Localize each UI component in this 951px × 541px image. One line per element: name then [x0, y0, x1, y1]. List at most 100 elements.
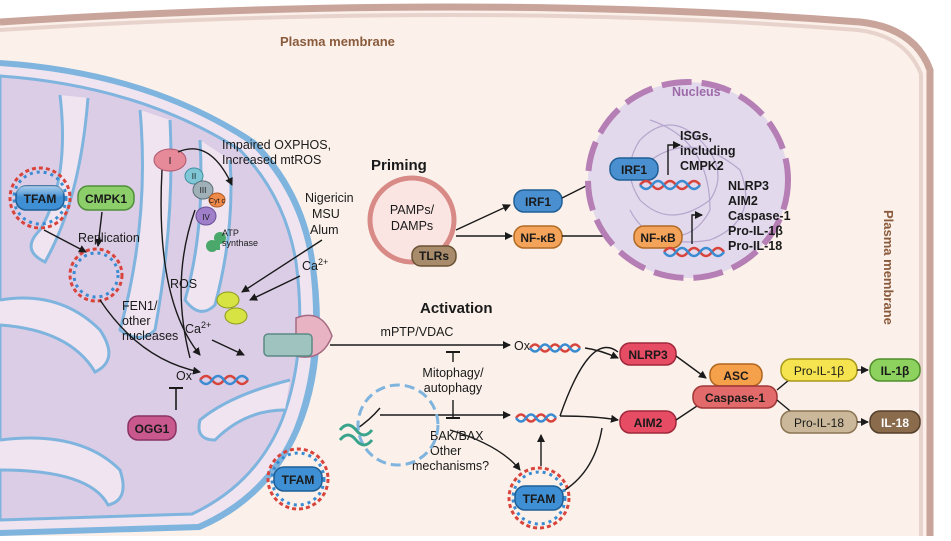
ros-label: ROS — [170, 277, 197, 291]
mptp-vdac-channel — [263, 314, 333, 358]
plasma-membrane-label-top: Plasma membrane — [280, 34, 395, 49]
mtdna-cytosol-fragment — [514, 413, 558, 423]
fen1-nucleases-label: nucleases — [122, 329, 178, 343]
replication-label: Replication — [78, 231, 140, 245]
calcium-channel — [216, 291, 248, 325]
atp-synthase-label: synthase — [222, 238, 258, 248]
ox-right-label: Ox — [514, 339, 531, 353]
etc-complexes: I II III Cyt c IV — [153, 148, 226, 252]
other-label: Other — [430, 444, 461, 458]
alum-label: Alum — [310, 223, 338, 237]
plasma-membrane-label-right: Plasma membrane — [881, 210, 896, 325]
msu-label: MSU — [312, 207, 340, 221]
complex-i-label: I — [169, 156, 172, 167]
mechanisms-label: mechanisms? — [412, 459, 489, 473]
ros-arrow — [160, 169, 201, 356]
pro-il18-box: Pro-IL-18 — [780, 410, 858, 434]
mito-vesicle — [338, 383, 440, 467]
cytc-label: Cyt c — [209, 198, 225, 205]
mptp-label: mPTP/VDAC — [381, 325, 454, 339]
complex-iv-label: IV — [202, 213, 210, 222]
caspase1-gene-label: Caspase-1 — [728, 209, 791, 223]
ros-arrow-2 — [180, 209, 196, 359]
caspase1-label: Caspase-1 — [705, 391, 765, 405]
cmpk1-box: CMPK1 — [77, 185, 135, 211]
nlrp3-asc-arrow — [675, 355, 707, 379]
impaired-oxphos-label: Impaired OXPHOS, — [222, 138, 331, 152]
tfam-label: TFAM — [523, 492, 556, 506]
atp-label: ATP — [222, 228, 239, 238]
nigericin-arrow — [241, 239, 323, 293]
il1b-box: IL-1β — [869, 358, 921, 382]
aim2-label: AIM2 — [634, 416, 663, 430]
pro-il1b-gene-label: Pro-IL-1β — [728, 224, 783, 238]
ox-mtdna-fragment — [199, 374, 249, 386]
ox-mtdna-cytosol — [528, 343, 582, 353]
ca-cyto-label: Ca2+ — [302, 257, 328, 273]
mtdna-circle-replicated — [68, 247, 124, 303]
asc-box: ASC — [709, 363, 763, 387]
ogg1-box: OGG1 — [127, 415, 177, 441]
irf1-nuclear-label: IRF1 — [621, 163, 647, 177]
il18-label: IL-18 — [881, 416, 909, 430]
mtdna-circle-cytosol — [507, 466, 571, 530]
nfkb-box: NF-κB — [513, 225, 563, 249]
aim2-box: AIM2 — [619, 410, 677, 434]
irf1-box: IRF1 — [513, 189, 563, 213]
fen1-label: FEN1/ — [122, 299, 158, 313]
increased-mtros-label: Increased mtROS — [222, 153, 321, 167]
nfkb-target-dna — [663, 246, 725, 258]
damps-label: DAMPs — [391, 219, 433, 233]
nlrp3-box: NLRP3 — [619, 342, 677, 366]
nucleus-label: Nucleus — [672, 85, 721, 99]
tfam-box-cytosol: TFAM — [514, 485, 564, 511]
pro-il18-label: Pro-IL-18 — [794, 416, 844, 430]
mtdna-circle-released — [266, 447, 330, 511]
nlrp3-label: NLRP3 — [628, 348, 668, 362]
nfkb-nuclear-label: NF-κB — [640, 231, 676, 245]
tfam-box-released: TFAM — [273, 466, 323, 492]
il18-box: IL-18 — [869, 410, 921, 434]
nfkb-label: NF-κB — [520, 231, 556, 245]
asc-label: ASC — [723, 369, 749, 383]
bak-bax-label: BAK/BAX — [430, 429, 484, 443]
complex-iii-label: III — [200, 186, 207, 195]
ca-mito-label: Ca2+ — [185, 320, 211, 336]
ogg1-label: OGG1 — [135, 422, 170, 436]
activation-heading: Activation — [420, 300, 493, 317]
pamps-damps-circle: PAMPs/ DAMPs — [367, 175, 457, 265]
pro-il1b-label: Pro-IL-1β — [794, 364, 844, 378]
irf1-target-dna — [639, 179, 701, 191]
nlrp3-gene-label: NLRP3 — [728, 179, 769, 193]
irf1-nuclear: IRF1 — [609, 157, 659, 181]
isgs-label: ISGs, — [680, 129, 712, 143]
fen1-arrow — [99, 299, 201, 375]
ca-cyto-arrow — [249, 275, 301, 301]
ox-left-label: Ox — [176, 369, 193, 383]
nfkb-nuclear: NF-κB — [633, 225, 683, 249]
cmpk1-label: CMPK1 — [85, 192, 127, 206]
oxphos-arrow — [177, 148, 233, 186]
pamps-label: PAMPs/ — [390, 203, 435, 217]
tfam-box-mito: TFAM — [15, 185, 65, 211]
nigericin-label: Nigericin — [305, 191, 354, 205]
tlrs-box: TLRs — [411, 245, 457, 267]
priming-heading: Priming — [371, 157, 427, 174]
pro-il18-gene-label: Pro-IL-18 — [728, 239, 782, 253]
ca-mito-arrow — [211, 339, 245, 356]
isgs-cmpk2-label: CMPK2 — [680, 159, 724, 173]
pro-il1b-box: Pro-IL-1β — [780, 358, 858, 382]
irf1-label: IRF1 — [525, 195, 551, 209]
mitochondrion — [0, 60, 320, 536]
tfam-label: TFAM — [282, 473, 315, 487]
cmpk1-arrow — [94, 211, 103, 247]
fen1-other-label: other — [122, 314, 151, 328]
isgs-including-label: including — [680, 144, 736, 158]
mtdna-circle-tfam — [8, 166, 72, 230]
autophagy-label: autophagy — [424, 381, 483, 395]
caspase1-box: Caspase-1 — [692, 385, 778, 409]
complex-ii-label: II — [192, 172, 196, 181]
mitophagy-label: Mitophagy/ — [422, 366, 484, 380]
tlr-irf1-arrow — [455, 204, 511, 231]
